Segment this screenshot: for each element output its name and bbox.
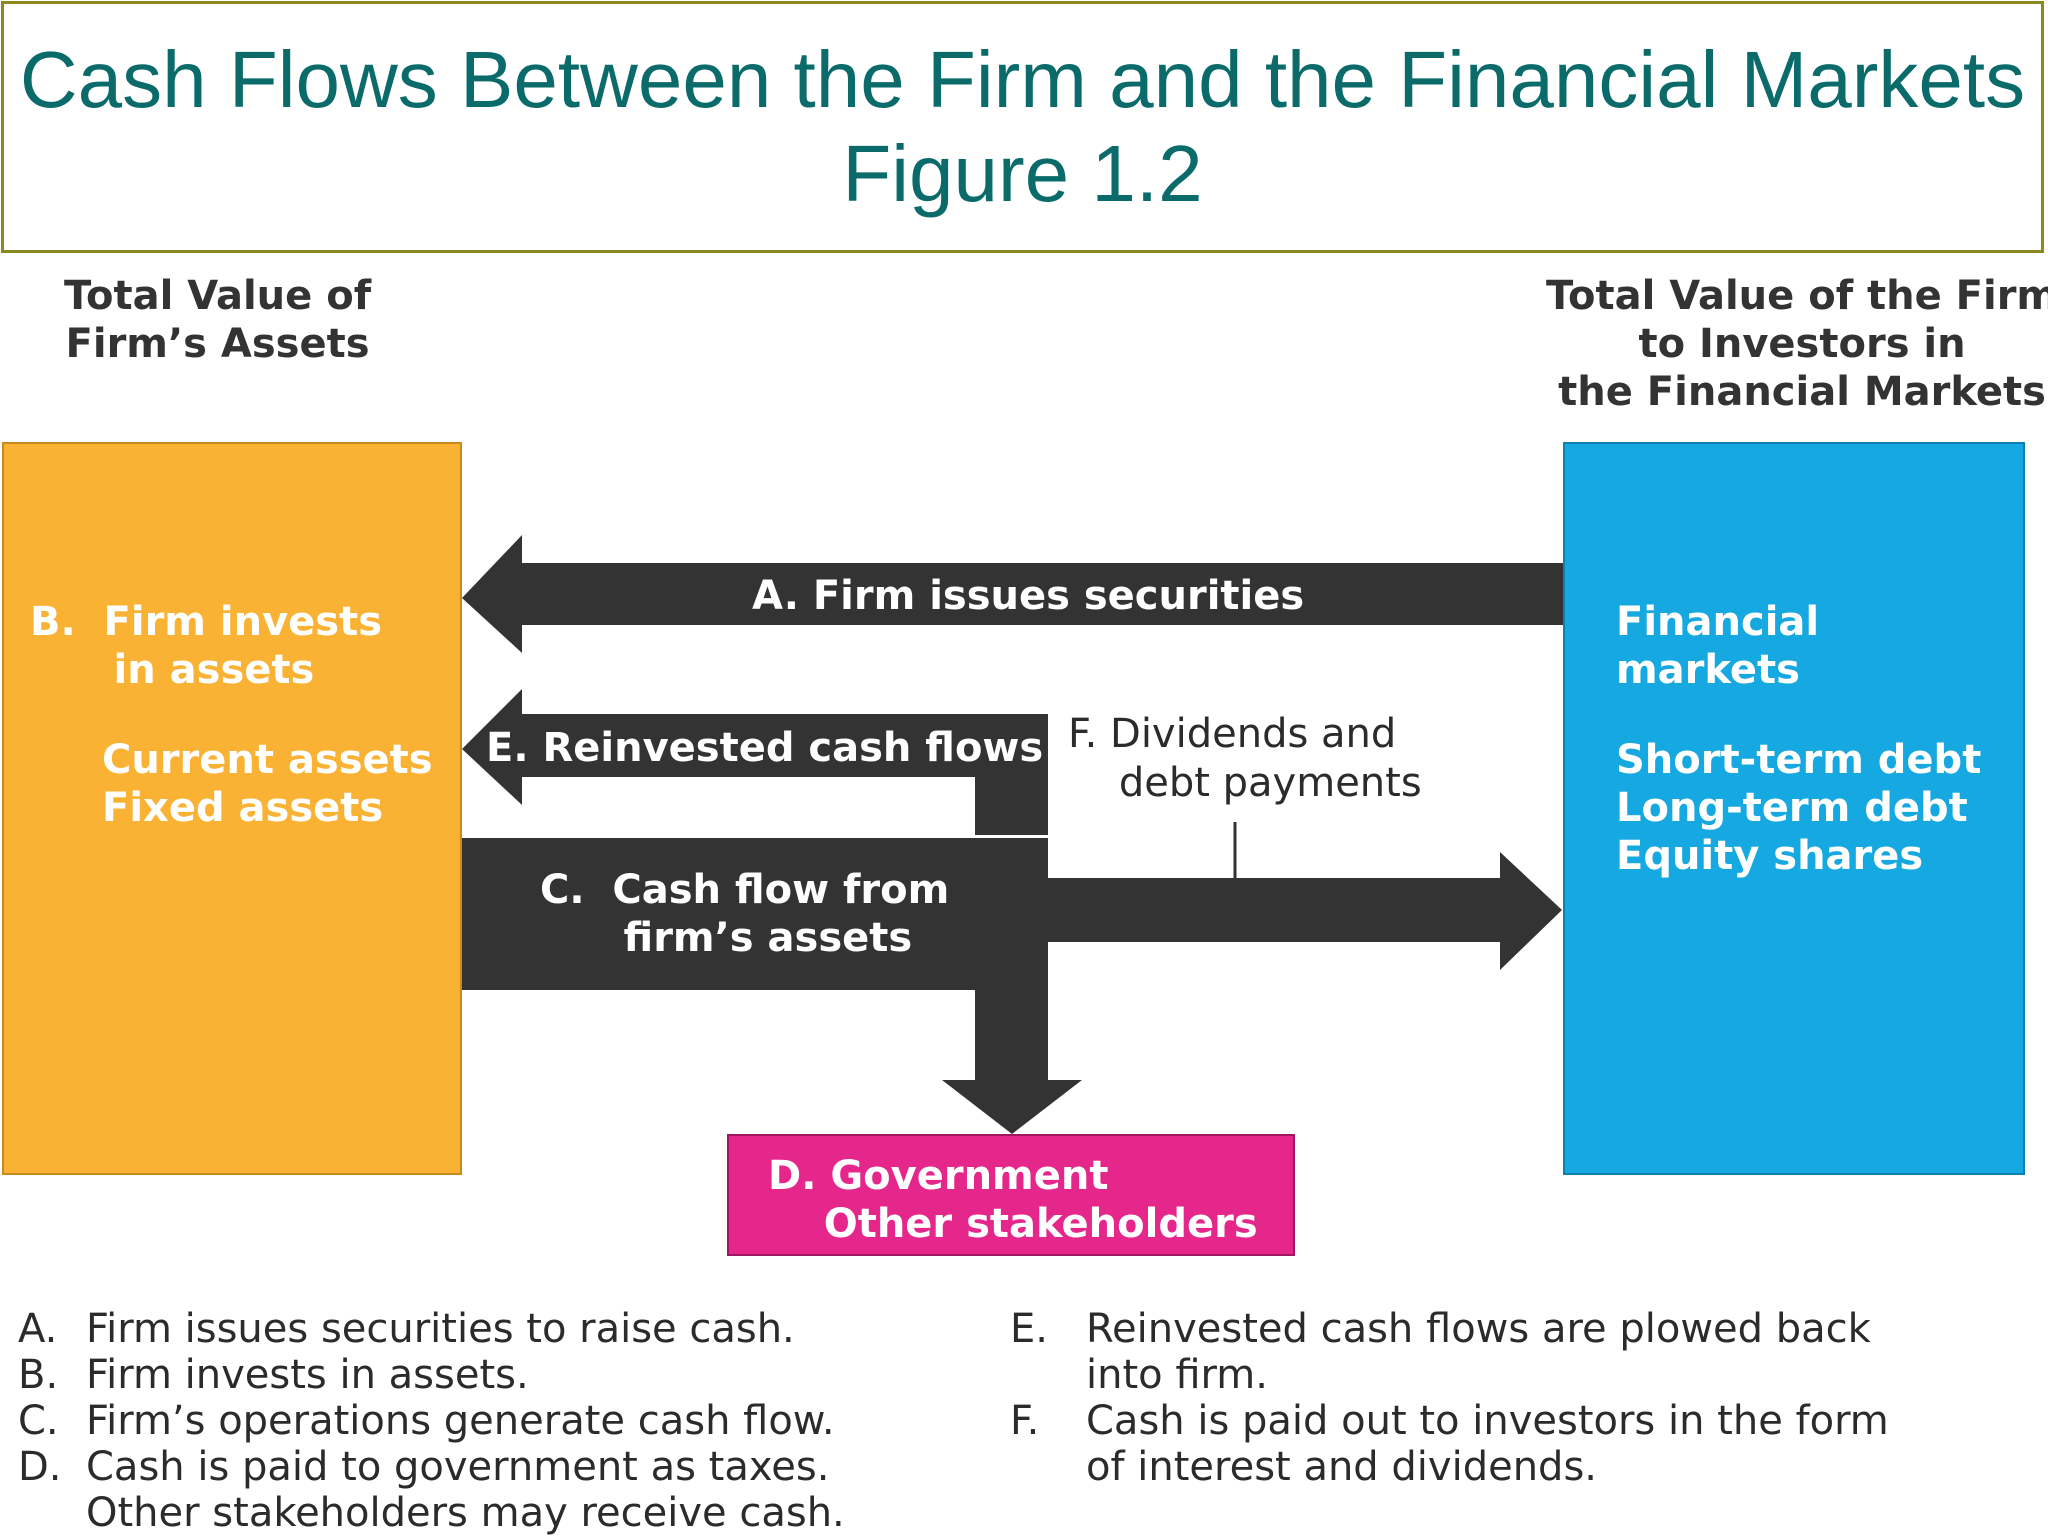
- arrow-c-cash-flow: [462, 838, 1562, 1134]
- security-item: Short-term debt: [1616, 737, 1982, 783]
- arrow-a-securities: [462, 535, 1563, 653]
- legend-line: Firm’s operations generate cash flow.: [86, 1398, 835, 1444]
- arrow-e-label: E. Reinvested cash flows: [486, 725, 1044, 771]
- government-line: D. Government: [768, 1153, 1109, 1199]
- legend-key: A.: [18, 1306, 58, 1352]
- legend-line: into firm.: [1086, 1352, 1268, 1398]
- legend-item-d: D. Cash is paid to government as taxes. …: [18, 1444, 845, 1536]
- arrow-c-label: C. Cash flow from firm’s assets: [540, 866, 949, 962]
- legend-item-a: A. Firm issues securities to raise cash.: [18, 1306, 845, 1352]
- legend-key: D.: [18, 1444, 62, 1490]
- legend-item-b: B. Firm invests in assets.: [18, 1352, 845, 1398]
- legend-text: Firm invests in assets.: [86, 1352, 529, 1398]
- government-box-text: D. Government Other stakeholders: [768, 1152, 1258, 1248]
- assets-heading-line: B. Firm invests: [30, 599, 383, 645]
- financial-markets-box: [1563, 442, 2025, 1175]
- legend-left: A. Firm issues securities to raise cash.…: [18, 1306, 845, 1536]
- markets-heading-line: Financial: [1616, 599, 1820, 645]
- legend-line: Reinvested cash flows are plowed back: [1086, 1306, 1871, 1352]
- arrow-f-label: F. Dividends and debt payments: [1068, 710, 1422, 808]
- legend-text: Firm issues securities to raise cash.: [86, 1306, 795, 1352]
- legend-key: E.: [1010, 1306, 1048, 1352]
- government-line: Other stakeholders: [768, 1201, 1258, 1247]
- legend-right: E. Reinvested cash flows are plowed back…: [1010, 1306, 1889, 1490]
- legend-line: Firm invests in assets.: [86, 1352, 529, 1398]
- arrow-f-label-line: F. Dividends and: [1068, 711, 1397, 757]
- legend-key: F.: [1010, 1398, 1040, 1444]
- title-line-1: Cash Flows Between the Firm and the Fina…: [19, 35, 2026, 124]
- assets-header: Total Value of Firm’s Assets: [64, 272, 371, 368]
- investors-header-line: Total Value of the Firm: [1546, 273, 2048, 319]
- legend-text: Firm’s operations generate cash flow.: [86, 1398, 835, 1444]
- legend-line: Cash is paid out to investors in the for…: [1086, 1398, 1889, 1444]
- security-item: Long-term debt: [1616, 785, 1968, 831]
- investors-header: Total Value of the Firm to Investors in …: [1546, 272, 2048, 416]
- legend-item-e: E. Reinvested cash flows are plowed back…: [1010, 1306, 1889, 1398]
- asset-item: Current assets: [102, 737, 433, 783]
- asset-item: Fixed assets: [102, 785, 384, 831]
- legend-line: of interest and dividends.: [1086, 1444, 1597, 1490]
- government-box: [727, 1134, 1295, 1256]
- arrow-c-label-line: C. Cash flow from: [540, 867, 950, 913]
- security-item: Equity shares: [1616, 833, 1924, 879]
- legend-text: Cash is paid out to investors in the for…: [1086, 1398, 1889, 1490]
- legend-line: Other stakeholders may receive cash.: [86, 1490, 845, 1536]
- legend-item-f: F. Cash is paid out to investors in the …: [1010, 1398, 1889, 1490]
- markets-box-heading: Financial markets: [1616, 598, 1819, 694]
- legend-item-c: C. Firm’s operations generate cash flow.: [18, 1398, 845, 1444]
- slide-title: Cash Flows Between the Firm and the Fina…: [1, 1, 2044, 253]
- assets-header-line: Total Value of: [64, 273, 372, 319]
- assets-header-line: Firm’s Assets: [65, 321, 370, 367]
- firm-assets-box: [2, 442, 462, 1175]
- markets-heading-line: markets: [1616, 647, 1800, 693]
- legend-line: Cash is paid to government as taxes.: [86, 1444, 830, 1490]
- legend-key: B.: [18, 1352, 59, 1398]
- investors-header-line: to Investors in: [1638, 321, 1966, 367]
- assets-box-heading: B. Firm invests in assets: [30, 598, 382, 694]
- arrow-a-label: A. Firm issues securities: [752, 573, 1305, 619]
- title-line-2: Figure 1.2: [842, 129, 1203, 218]
- legend-text: Reinvested cash flows are plowed back in…: [1086, 1306, 1871, 1398]
- markets-box-items: Short-term debt Long-term debt Equity sh…: [1616, 736, 1981, 880]
- assets-box-items: Current assets Fixed assets: [102, 736, 433, 832]
- assets-heading-line: in assets: [30, 647, 315, 693]
- arrow-e-reinvested: [462, 689, 1048, 835]
- legend-line: Firm issues securities to raise cash.: [86, 1306, 795, 1352]
- arrow-f-label-line: debt payments: [1068, 760, 1422, 806]
- legend-text: Cash is paid to government as taxes. Oth…: [86, 1444, 845, 1536]
- investors-header-line: the Financial Markets: [1558, 369, 2046, 415]
- legend-key: C.: [18, 1398, 59, 1444]
- arrow-c-label-line: firm’s assets: [540, 915, 913, 961]
